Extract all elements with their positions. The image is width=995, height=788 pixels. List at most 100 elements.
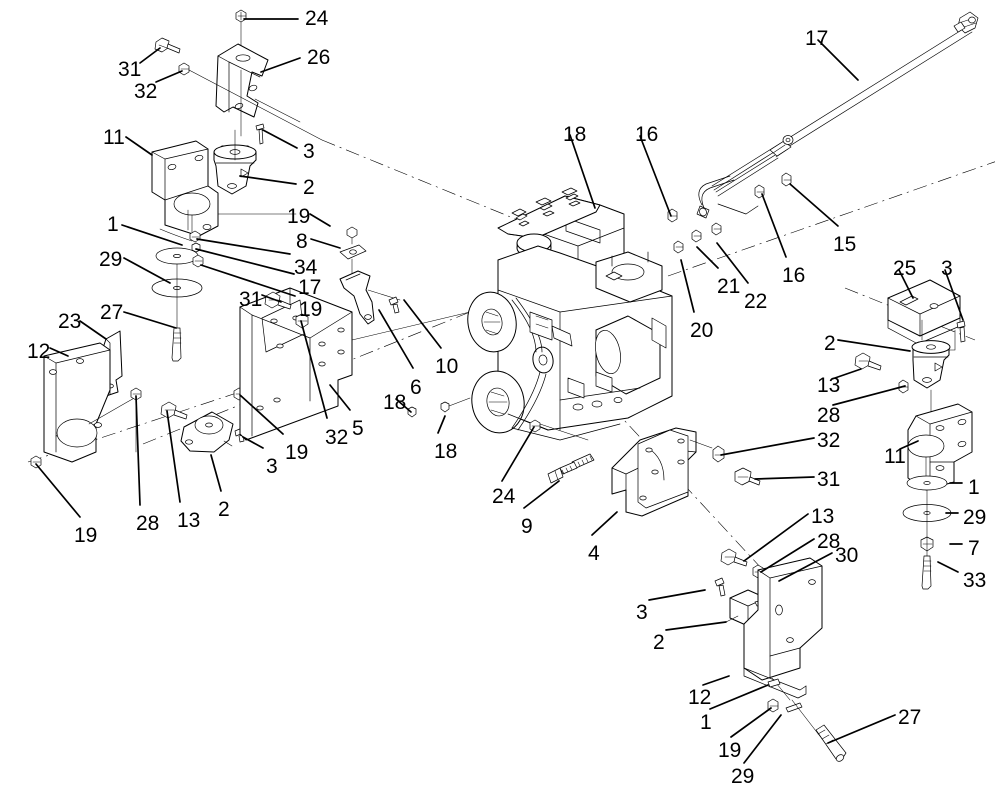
engine-assembly [467,187,673,441]
leader-line [155,70,183,83]
callout-number: 26 [307,46,331,69]
callout-number: 27 [898,706,922,729]
part-33-bolt-right [921,489,932,590]
leader-line [743,513,809,562]
callout-number: 19 [285,441,309,464]
leader-line [760,538,815,573]
callout-number: 16 [782,264,806,287]
leader-line [817,39,859,81]
callout-number: 11 [884,445,906,468]
callout-number: 2 [824,332,836,355]
part-11-mount-bracket-right [907,403,973,491]
callout-number: 1 [107,213,119,236]
callout-number: 29 [99,248,123,271]
callout-number: 21 [717,275,741,298]
leader-line [261,294,282,303]
leader-line [648,589,706,601]
part-3-screw-top [255,123,265,145]
leader-line [210,454,222,492]
leader-line [378,309,414,369]
callout-number: 29 [963,506,987,529]
part-1-washer-lower-right [767,677,791,701]
leader-line [789,183,839,227]
callout-number: 11 [103,126,125,149]
callout-number: 2 [218,498,230,521]
callout-number: 29 [731,765,755,788]
callout-number: 23 [58,310,82,333]
callout-number: 28 [817,404,841,427]
leader-line [262,129,298,149]
part-15-nut-right [781,172,792,187]
part-13-bolt-lower-left [160,401,188,420]
callout-number: 9 [521,515,533,538]
part-8-clamp [339,226,367,277]
callout-number: 12 [688,686,712,709]
leader-line [716,242,749,284]
leader-line [831,368,862,380]
leader-line [944,269,964,321]
callout-number: 33 [963,569,987,592]
leader-line [403,299,442,349]
callout-number: 13 [817,374,841,397]
leader-line [309,213,331,227]
part-25-plate-right [887,279,961,345]
callout-number: 3 [636,601,648,624]
part-19-nut-lower-left [30,455,42,469]
callout-number: 13 [177,509,201,532]
leader-line [139,47,161,64]
callout-number: 28 [136,512,160,535]
callout-number: 4 [588,542,600,565]
part-18-grommet-a [407,406,417,418]
part-26-bracket [215,43,301,137]
leader-line [778,552,833,582]
leader-line [125,136,153,156]
part-4-rear-bracket [611,427,713,517]
leader-line [200,264,296,297]
callout-number: 30 [835,544,859,567]
leader-line [832,385,906,406]
callout-number: 34 [294,256,318,279]
leader-line [761,193,787,258]
part-32-washer-rear [712,445,725,463]
callout-number: 3 [303,140,315,163]
part-6-bracket-clamp [339,270,401,325]
leader-line [79,320,107,340]
part-31-bolt-top [154,37,181,54]
part-17-dipstick-tube [696,11,979,219]
part-2-engine-mount-top [212,129,297,215]
leader-line [720,437,815,456]
part-1-washer-right [906,475,948,491]
callout-number: 19 [74,524,98,547]
part-12-plate-left [43,342,137,463]
leader-line [195,248,295,275]
part-32-nut-mid [295,313,309,329]
leader-line [743,714,782,764]
callout-number: 17 [298,276,322,299]
part-2-engine-mount-lower-left [180,411,234,453]
callout-number: 5 [352,417,364,440]
callout-number: 19 [718,739,742,762]
part-31-bolt-mid [264,291,292,310]
part-34-17-19-small-fasteners [159,228,204,268]
part-27-bolt-left [171,263,182,362]
leader-line [665,621,727,631]
leader-line [329,384,351,411]
leader-line [123,257,171,284]
callout-number: 19 [299,298,323,321]
leader-line [898,269,914,299]
leader-line [300,320,328,419]
leader-line [754,476,815,480]
leader-line [591,511,618,536]
callout-number: 10 [435,355,459,378]
part-13-bolt-lower-right [720,548,748,567]
leader-line [260,57,301,73]
callout-number: 1 [700,711,712,734]
part-29-washer-bottom [785,702,803,713]
leader-line [49,347,69,357]
callout-leader-lines [35,18,964,764]
engine-injector-fittings [511,187,581,227]
leader-line [242,436,264,449]
leader-line [639,135,672,217]
part-31-bolt-rear [734,467,761,486]
